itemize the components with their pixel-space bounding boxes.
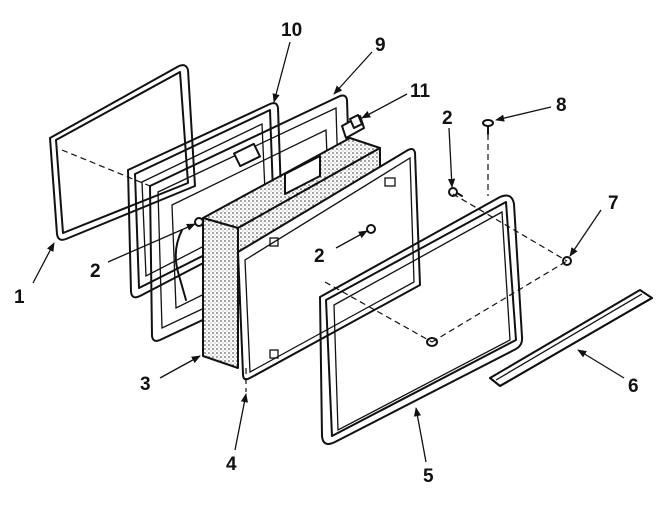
screw-2c-icon: [448, 187, 458, 197]
callout-3: 3: [140, 374, 151, 395]
insulation-part: [202, 115, 381, 369]
inner-panel-part: [237, 148, 421, 381]
door-gasket-part: [49, 64, 196, 241]
screw-2b-icon: [366, 224, 376, 234]
callout-6: 6: [628, 376, 639, 397]
handle-trim-part: [489, 289, 653, 387]
callout-4: 4: [226, 454, 237, 475]
callout-labels: 1 2 2 2 3 4 5 6 7 8 9 10 11: [14, 20, 639, 487]
assembly-lines: [61, 134, 568, 392]
callout-2a: 2: [90, 261, 101, 282]
callout-9: 9: [375, 35, 386, 56]
callout-8: 8: [556, 95, 567, 116]
callout-2b: 2: [314, 246, 325, 267]
callout-10: 10: [281, 20, 302, 41]
callout-1: 1: [14, 287, 25, 308]
screw-2a-icon: [194, 217, 204, 227]
callout-11: 11: [410, 81, 431, 102]
callout-2c: 2: [442, 108, 453, 129]
screw-parts: [194, 114, 572, 266]
callout-7: 7: [608, 193, 619, 214]
clip-11-icon: [349, 114, 363, 129]
callout-5: 5: [423, 466, 434, 487]
leader-lines: [32, 41, 625, 463]
